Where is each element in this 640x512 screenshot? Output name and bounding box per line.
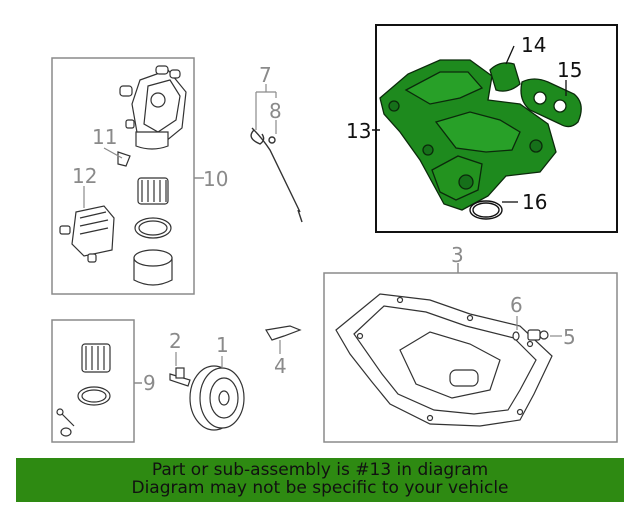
callout-15: 15 — [557, 58, 582, 82]
callout-6: 6 — [510, 293, 523, 317]
leader-lines-oil-pan — [516, 316, 562, 337]
o-ring-16-drawing — [469, 200, 503, 220]
callout-16: 16 — [522, 190, 547, 214]
intake-manifold-drawing — [379, 59, 582, 211]
banner-line-1: Part or sub-assembly is #13 in diagram — [151, 460, 489, 480]
callout-13: 13 — [346, 119, 371, 143]
callout-2: 2 — [169, 329, 182, 353]
oil-filter-housing-drawing — [117, 65, 187, 167]
callout-3: 3 — [451, 243, 464, 267]
oil-pan-box — [323, 263, 618, 443]
callout-8: 8 — [269, 99, 282, 123]
oil-filter-kit-box — [51, 319, 142, 443]
callout-1: 1 — [216, 333, 229, 357]
leader-lines-1-2 — [175, 352, 223, 368]
leader-lines-7-8 — [255, 84, 277, 134]
callout-11: 11 — [92, 125, 117, 149]
dipstick-drawing — [250, 127, 303, 223]
oil-filter-kit-drawing — [56, 343, 111, 437]
oil-filter-element-drawing — [133, 177, 173, 286]
callout-12: 12 — [72, 164, 97, 188]
oil-cooler-drawing — [59, 205, 115, 263]
oil-pan-drawing — [335, 293, 553, 427]
callout-4: 4 — [274, 354, 287, 378]
bracket-4-drawing — [265, 325, 302, 354]
callout-7: 7 — [259, 63, 272, 87]
crankshaft-pulley-drawing — [169, 365, 245, 431]
oil-filter-housing-group — [51, 57, 204, 295]
callout-9: 9 — [143, 371, 156, 395]
callout-10: 10 — [203, 167, 228, 191]
info-banner: Part or sub-assembly is #13 in diagram D… — [16, 458, 624, 502]
drain-plug-drawing — [512, 329, 549, 341]
banner-line-2: Diagram may not be specific to your vehi… — [131, 478, 509, 498]
leader-lines-13-group — [502, 45, 567, 203]
leader-lines-group-10 — [83, 147, 123, 208]
callout-14: 14 — [521, 33, 546, 57]
callout-5: 5 — [563, 325, 576, 349]
parts-diagram: 1 2 3 4 5 6 7 8 9 10 11 12 13 14 15 16 — [51, 24, 618, 443]
